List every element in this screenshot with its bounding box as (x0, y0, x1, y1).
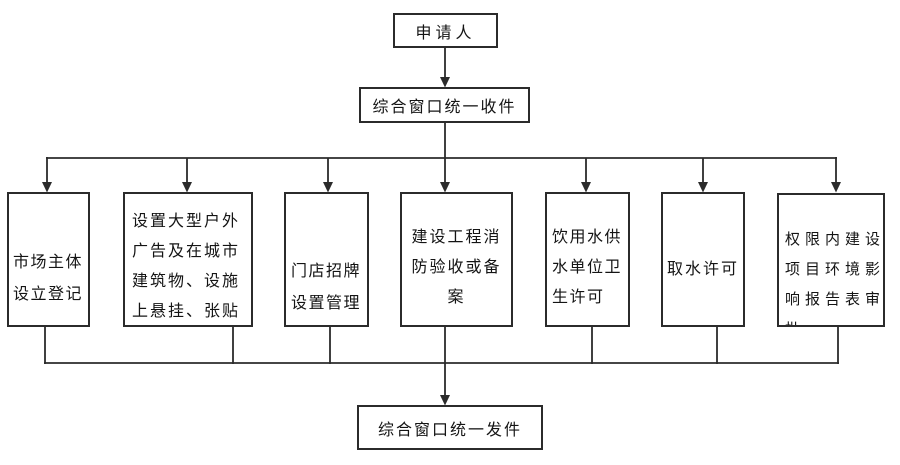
node-applicant-label: 申请人 (415, 24, 476, 42)
node-market-entity-registration: 市场主体 设立登记 (7, 192, 90, 327)
node-text-line: 生许可 (552, 289, 605, 306)
node-text-line: 项目环境影 (785, 262, 885, 278)
node-text-line: 上悬挂、张贴 (132, 303, 241, 320)
node-text-line: 建筑物、设施 (132, 273, 241, 290)
node-text-line: 市场主体 (13, 254, 84, 271)
node-dispatch-unified-sending: 综合窗口统一发件 (357, 405, 543, 450)
node-text-line: 门店招牌 (291, 263, 362, 280)
node-text-line: 水单位卫 (552, 259, 623, 276)
node-dispatch-label: 综合窗口统一发件 (377, 421, 522, 439)
node-text-line: 响报告表审 (785, 292, 885, 308)
node-text-line-clipped: 批 (785, 315, 883, 325)
node-text-line: 饮用水供 (552, 229, 623, 246)
node-construction-fire-inspection: 建设工程消 防验收或备 案 (400, 192, 513, 327)
node-text-line: 设立登记 (13, 286, 84, 303)
node-text-line: 取水许可 (666, 261, 739, 278)
node-intake-unified-receiving: 综合窗口统一收件 (359, 87, 530, 123)
node-text-line: 设置管理 (291, 295, 362, 312)
node-environmental-impact-report: 权限内建设 项目环境影 响报告表审 批 (777, 193, 885, 327)
node-text-line: 设置大型户外 (132, 213, 241, 230)
node-text-line: 防验收或备 (411, 259, 502, 276)
node-text-line: 广告及在城市 (132, 243, 241, 260)
node-applicant: 申请人 (393, 13, 498, 48)
node-intake-label: 综合窗口统一收件 (372, 99, 517, 116)
node-text-line: 建设工程消 (411, 229, 502, 246)
node-text-line: 权限内建设 (785, 232, 885, 248)
node-water-withdrawal-permit: 取水许可 (661, 192, 745, 327)
node-drinking-water-hygiene-permit: 饮用水供 水单位卫 生许可 (545, 192, 630, 327)
node-shop-sign-management: 门店招牌 设置管理 (284, 192, 369, 327)
node-outdoor-advertising-setup: 设置大型户外 广告及在城市 建筑物、设施 上悬挂、张贴 (123, 192, 253, 327)
node-text-line: 案 (447, 289, 466, 306)
